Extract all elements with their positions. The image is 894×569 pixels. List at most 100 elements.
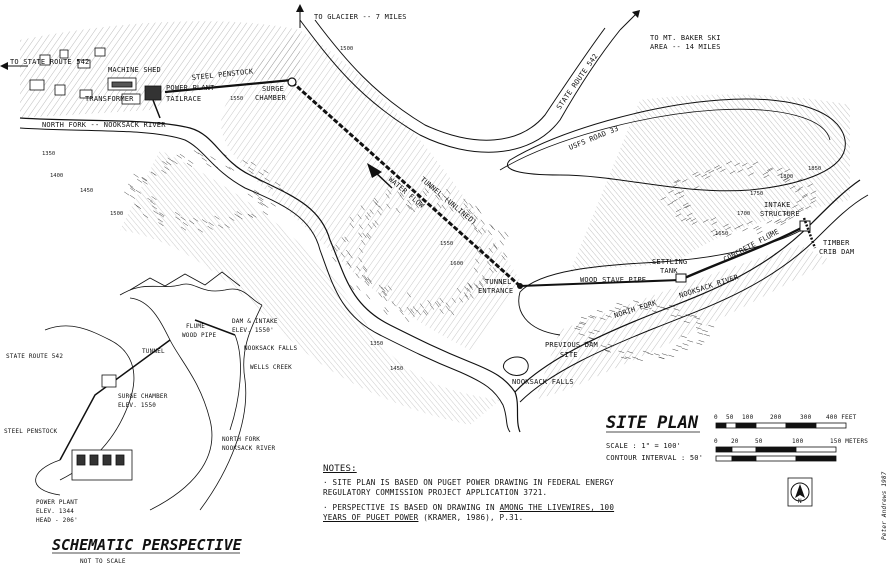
terrain-stroke	[211, 157, 216, 160]
terrain-stroke	[263, 204, 268, 207]
terrain-stroke	[668, 355, 674, 357]
feet-scale-bar	[716, 423, 846, 428]
meter-tick: 150 METERS	[830, 438, 868, 445]
terrain-stroke	[478, 209, 482, 214]
label-machine-shed: MACHINE SHED	[108, 66, 161, 74]
terrain-stroke	[500, 241, 504, 246]
contour-label: 1550	[230, 96, 243, 102]
terrain-stroke	[708, 325, 714, 327]
terrain-stroke	[597, 310, 603, 312]
contour-label: 1400	[50, 173, 63, 179]
terrain-stroke	[637, 359, 643, 361]
label-tunnel-entrance-2: ENTRANCE	[478, 287, 513, 295]
label-north-fork-upper: NORTH FORK -- NOOKSACK RIVER	[42, 121, 166, 129]
terrain-stroke	[682, 348, 688, 350]
terrain-stroke	[491, 225, 495, 230]
persp-power-3: HEAD - 206'	[36, 517, 78, 524]
terrain-stroke	[704, 334, 710, 336]
contour-label: 1350	[370, 341, 383, 347]
contour-label: 1700	[737, 211, 750, 217]
terrain-stroke	[366, 294, 370, 299]
terrain-stroke	[654, 354, 660, 356]
contour-label: 1650	[715, 231, 728, 237]
terrain-stroke	[617, 303, 623, 305]
contour-label: 1600	[450, 261, 463, 267]
persp-wells-creek: WELLS CREEK	[250, 364, 292, 371]
persp-surge-1: SURGE CHAMBER	[118, 393, 168, 400]
persp-power-1: POWER PLANT	[36, 499, 78, 506]
terrain-stroke	[490, 224, 494, 229]
arrow-to-baker	[620, 14, 636, 30]
label-to-baker-2: AREA -- 14 MILES	[650, 43, 721, 51]
label-previous-dam-2: SITE	[560, 351, 578, 359]
persp-dam-intake-1: DAM & INTAKE	[232, 318, 278, 325]
terrain-stroke	[696, 343, 702, 345]
terrain-stroke	[672, 349, 678, 351]
contour-label: 1850	[808, 166, 821, 172]
label-timber-2: CRIB DAM	[819, 248, 854, 256]
label-intake-2: STRUCTURE	[760, 210, 800, 218]
tunnel-entrance	[517, 283, 523, 289]
terrain-stroke	[385, 307, 389, 312]
schematic-perspective-title: SCHEMATIC PERSPECTIVE	[52, 536, 243, 554]
label-nooksack-falls: NOOKSACK FALLS	[512, 378, 574, 386]
persp-power-2: ELEV. 1344	[36, 508, 74, 515]
label-usfs-road: USFS ROAD 33	[568, 125, 620, 152]
signature: Peter Andrews 1987	[881, 471, 888, 540]
terrain-stroke	[774, 220, 779, 223]
terrain-stroke	[676, 345, 682, 347]
meter-tick: 100	[792, 438, 804, 445]
notes-block: NOTES: · SITE PLAN IS BASED ON PUGET POW…	[323, 464, 623, 528]
terrain-stroke	[258, 202, 263, 205]
meter-tick: 0	[714, 438, 718, 445]
slope-east-upper	[570, 95, 850, 272]
contour-label: 1800	[780, 174, 793, 180]
terrain-stroke	[248, 194, 253, 197]
feet-tick: 50	[726, 414, 734, 421]
contour-label: 1550	[440, 241, 453, 247]
terrain-stroke	[757, 231, 762, 234]
contour-label: 1500	[340, 46, 353, 52]
label-state-route-542: STATE ROUTE 542	[555, 52, 600, 111]
terrain-stroke	[698, 333, 704, 335]
meter-scale-bar	[716, 447, 836, 452]
label-power-plant: POWER PLANT	[166, 84, 215, 92]
terrain-stroke	[258, 197, 263, 200]
note-2-b: (KRAMER, 1986), P.31.	[418, 513, 523, 522]
north-arrow-letter: N	[798, 498, 802, 505]
terrain-stroke	[134, 174, 139, 177]
feet-tick: 300	[800, 414, 812, 421]
terrain-stroke	[137, 179, 142, 182]
arrow-to-state-route-head	[0, 62, 8, 70]
terrain-stroke	[756, 227, 761, 230]
terrain-stroke	[206, 164, 211, 167]
terrain-stroke	[357, 286, 361, 291]
meter-tick: 20	[731, 438, 739, 445]
persp-dam-intake-2: ELEV. 1550'	[232, 327, 274, 334]
terrain-stroke	[659, 357, 665, 359]
terrain-stroke	[501, 235, 505, 240]
persp-nooksack-falls: NOOKSACK FALLS	[244, 345, 298, 352]
terrain-stroke	[188, 160, 193, 163]
terrain-stroke	[699, 340, 705, 342]
surge-chamber	[288, 78, 296, 86]
feet-tick: 0	[714, 414, 718, 421]
label-intake-1: INTAKE	[764, 201, 791, 209]
persp-wood-pipe: WOOD PIPE	[182, 332, 216, 339]
nooksack-falls	[503, 357, 528, 376]
label-settling-2: TANK	[660, 267, 678, 275]
note-2: · PERSPECTIVE IS BASED ON DRAWING IN AMO…	[323, 503, 623, 523]
persp-flume: FLUME	[186, 323, 205, 330]
persp-north-fork-1: NORTH FORK	[222, 436, 260, 443]
label-settling-1: SETTLING	[652, 258, 687, 266]
persp-state-route: STATE ROUTE 542	[6, 353, 63, 360]
site-plan-title: SITE PLAN	[606, 413, 699, 433]
terrain-stroke	[581, 317, 587, 319]
terrain-stroke	[742, 228, 747, 231]
label-timber-1: TIMBER	[823, 239, 850, 247]
terrain-stroke	[202, 158, 207, 161]
label-to-glacier: TO GLACIER -- 7 MILES	[314, 13, 407, 21]
terrain-stroke	[271, 203, 276, 206]
label-tunnel-entrance-1: TUNNEL	[485, 278, 512, 286]
